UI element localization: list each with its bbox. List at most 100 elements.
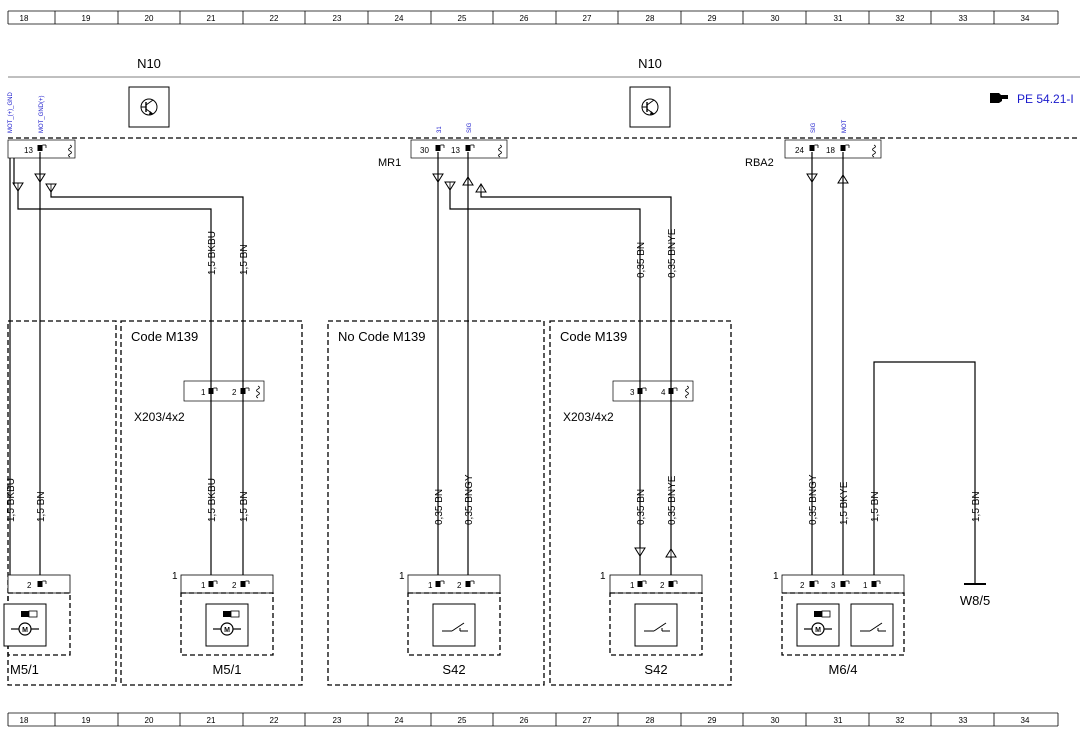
- component-number: 1: [399, 571, 405, 582]
- pin-number: 1: [201, 388, 206, 397]
- pin-number: 13: [451, 146, 460, 155]
- wire-label: 1,5 BN: [36, 491, 47, 522]
- grid-col-label: 18: [20, 716, 29, 725]
- grid-col-label: 24: [395, 716, 404, 725]
- bottom-grid-ruler: 18 19 20 21 22 23 24 25 26 27 28 29 30 3…: [7, 712, 1059, 727]
- grid-col-label: 32: [896, 14, 905, 23]
- grid-col-label: 34: [1021, 716, 1030, 725]
- wire-label: 0,35 BN: [636, 489, 647, 525]
- motor-icon: [205, 603, 249, 647]
- pin-label: 31: [437, 126, 443, 133]
- rba2-connector: SIG MOT RBA2 24 18: [745, 119, 882, 575]
- code-box-title: Code M139: [560, 329, 627, 344]
- component-m5-1: 1 1 2 M5/1: [172, 571, 274, 677]
- ground-label: W8/5: [960, 593, 990, 608]
- component-m6-4: 1 2 3 1 M6/4: [773, 571, 905, 677]
- wire-label: 1,5 BKBU: [6, 478, 17, 522]
- grid-col-label: 30: [771, 14, 780, 23]
- connector-label: RBA2: [745, 157, 774, 169]
- pin-label: MOT_GND(+): [39, 95, 45, 133]
- wire-label: 0,35 BNGY: [464, 474, 475, 525]
- pin-number: 2: [800, 581, 805, 590]
- grid-col-label: 26: [520, 14, 529, 23]
- coupling-label: X203/4x2: [134, 410, 185, 424]
- ground-wire: [873, 361, 976, 583]
- component-number: 1: [172, 571, 178, 582]
- wire-label: 0,35 BNYE: [667, 475, 678, 525]
- wire-label: 1,5 BN: [239, 244, 250, 275]
- coupling-connector: 3 4 X203/4x2: [563, 380, 694, 424]
- pin-number: 2: [457, 581, 462, 590]
- switch-icon: [850, 603, 894, 647]
- grid-col-label: 29: [708, 716, 717, 725]
- wire-label: 1,5 BN: [870, 491, 881, 522]
- grid-col-label: 27: [583, 14, 592, 23]
- pin-label: MOT_(+)_GND: [8, 91, 14, 133]
- component-number: 1: [600, 571, 606, 582]
- pin-label: SIG: [811, 122, 817, 133]
- grid-col-label: 31: [834, 14, 843, 23]
- wire-label: 1,5 BKBU: [207, 478, 218, 522]
- pin-number: 4: [661, 388, 666, 397]
- grid-col-label: 28: [646, 716, 655, 725]
- grid-col-label: 23: [333, 14, 342, 23]
- coupling-connector: 1 2 X203/4x2: [134, 380, 265, 424]
- grid-col-label: 19: [82, 716, 91, 725]
- grid-col-label: 29: [708, 14, 717, 23]
- grid-col-label: 32: [896, 716, 905, 725]
- grid-col-label: 23: [333, 716, 342, 725]
- code-box-title: No Code M139: [338, 329, 425, 344]
- hand-pointer-icon: [990, 93, 1008, 103]
- component-label: M5/1: [10, 662, 39, 677]
- reference-text[interactable]: PE 54.21-I: [1017, 92, 1074, 106]
- switch-icon: [432, 603, 476, 647]
- code-box: No Code M139: [327, 320, 545, 686]
- pin-number: 1: [201, 581, 206, 590]
- pin-number: 1: [630, 581, 635, 590]
- pin-number: 3: [831, 581, 836, 590]
- pin-number: 2: [660, 581, 665, 590]
- grid-col-label: 30: [771, 716, 780, 725]
- component-label: M5/1: [213, 662, 242, 677]
- grid-col-label: 21: [207, 14, 216, 23]
- grid-col-label: 27: [583, 716, 592, 725]
- reference-link[interactable]: PE 54.21-I: [990, 92, 1074, 106]
- top-grid-ruler: 18 19 20 21 22 23 24 25 26 27 28 29 30 3…: [7, 10, 1059, 25]
- pin-number: 3: [630, 388, 635, 397]
- component-label: M6/4: [829, 662, 858, 677]
- code-box-title: Code M139: [131, 329, 198, 344]
- grid-col-label: 22: [270, 716, 279, 725]
- wire-label: 1,5 BN: [239, 491, 250, 522]
- code-box: Code M139: [120, 320, 303, 686]
- wire-label: 1,5 BKBU: [207, 231, 218, 275]
- grid-col-label: 28: [646, 14, 655, 23]
- motor-icon: [3, 603, 47, 647]
- pin-label: MOT: [842, 119, 848, 133]
- transistor-icon: [128, 86, 170, 128]
- component-s42: 1 1 2 S42: [600, 571, 703, 677]
- motor-icon: [796, 603, 840, 647]
- pin-number: 2: [232, 581, 237, 590]
- grid-col-label: 34: [1021, 14, 1030, 23]
- component-s42: 1 1 2 S42: [399, 571, 501, 677]
- grid-col-label: 22: [270, 14, 279, 23]
- grid-col-label: 24: [395, 14, 404, 23]
- pin-number: 2: [232, 388, 237, 397]
- code-box: Code M139: [549, 320, 732, 686]
- wire-labels: 1,5 BKBU 1,5 BN 0,35 BN 0,35 BNYE 1,5 BK…: [6, 228, 982, 525]
- module-label: N10: [638, 56, 662, 71]
- connector-label: MR1: [378, 157, 401, 169]
- component-number: 1: [773, 571, 779, 582]
- grid-col-label: 26: [520, 716, 529, 725]
- module-label: N10: [137, 56, 161, 71]
- pin-number: 18: [826, 146, 835, 155]
- wire-label: 0,35 BN: [434, 489, 445, 525]
- code-box: [7, 320, 117, 686]
- grid-col-label: 33: [959, 716, 968, 725]
- grid-col-label: 25: [458, 716, 467, 725]
- wire-label: 1,5 BKYE: [839, 481, 850, 525]
- grid-col-label: 25: [458, 14, 467, 23]
- component-m5-1: 2 M5/1: [3, 574, 71, 677]
- pin-number: 13: [24, 146, 33, 155]
- component-label: S42: [442, 662, 465, 677]
